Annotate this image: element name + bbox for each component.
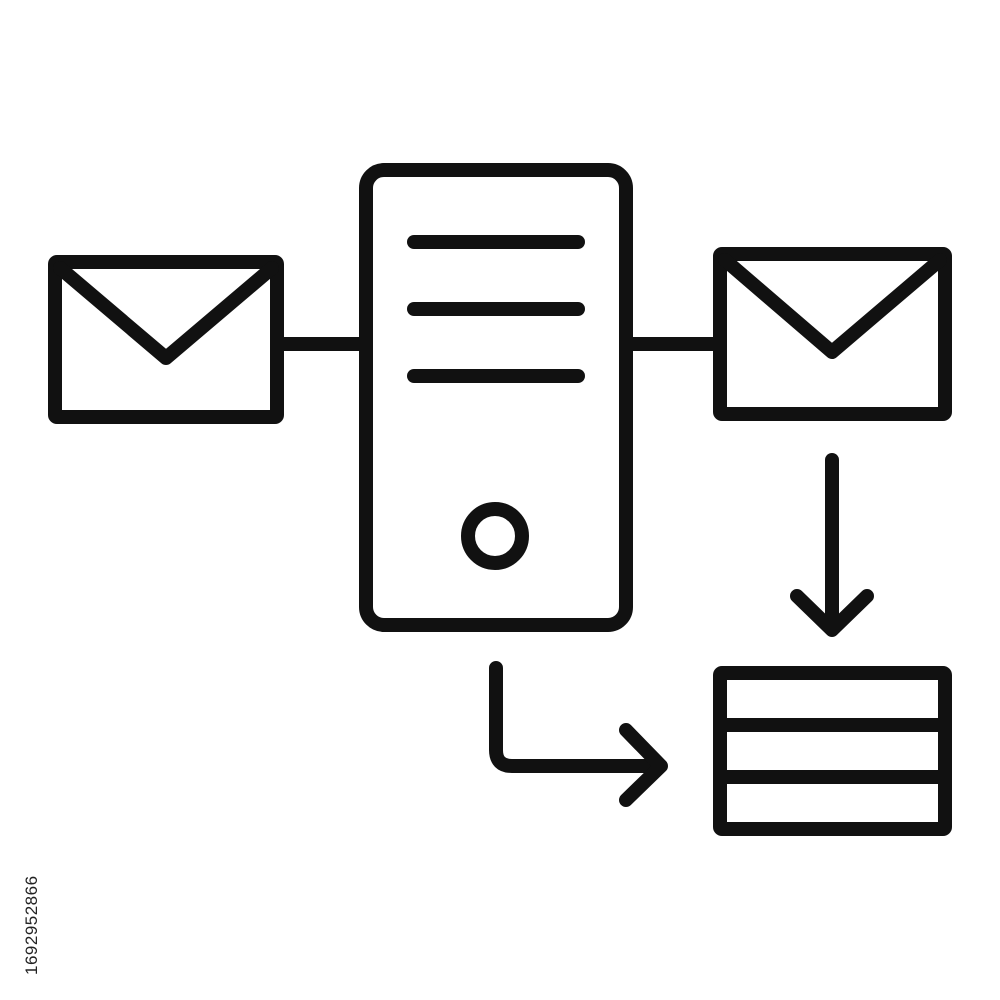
power-button-icon bbox=[461, 502, 529, 570]
elbow-arrow-icon bbox=[489, 661, 668, 807]
right-envelope-icon bbox=[713, 247, 952, 421]
table-icon bbox=[713, 666, 952, 836]
stock-id-watermark: 1692952866 bbox=[22, 875, 41, 975]
down-arrow-icon bbox=[790, 453, 874, 637]
server-tower-icon bbox=[359, 163, 633, 632]
left-envelope-icon bbox=[48, 255, 284, 424]
